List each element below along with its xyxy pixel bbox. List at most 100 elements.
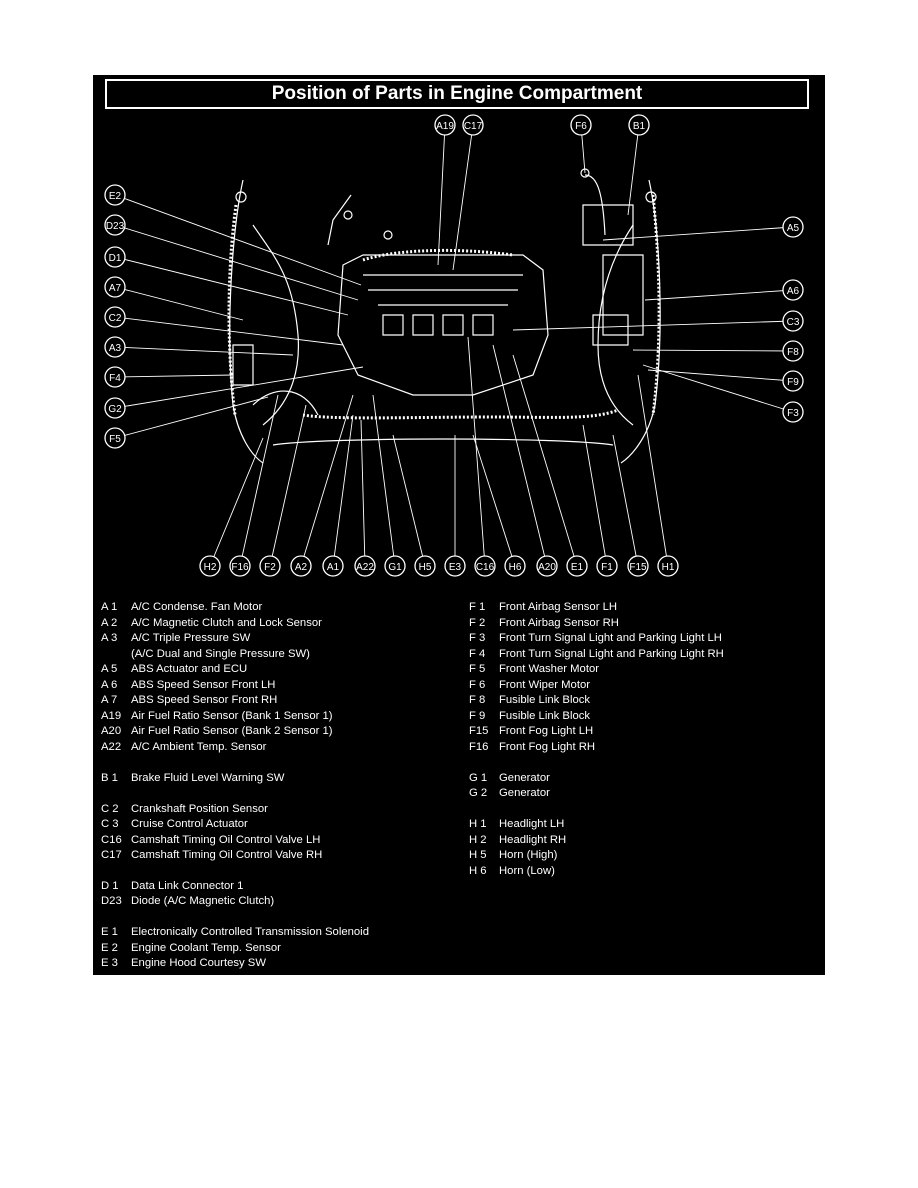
legend-code: F16 xyxy=(469,741,489,753)
leader-a1 xyxy=(332,414,354,567)
callout-label: F3 xyxy=(787,408,799,419)
callout-c2: C2 xyxy=(104,306,126,328)
leader-g2 xyxy=(114,366,364,409)
legend-description: Front Airbag Sensor LH xyxy=(499,601,618,613)
legend-code: C16 xyxy=(101,834,122,846)
main-harness xyxy=(362,248,514,262)
legend-code: H 1 xyxy=(469,818,487,830)
legend-description: Horn (High) xyxy=(499,849,558,861)
leader-e1 xyxy=(512,354,578,567)
callout-a20: A20 xyxy=(536,555,558,577)
legend-code: E 1 xyxy=(101,926,118,938)
leader-e2 xyxy=(114,194,362,286)
legend-code: E 3 xyxy=(101,957,118,969)
callout-label: A22 xyxy=(356,562,374,573)
callout-label: F2 xyxy=(264,562,276,573)
callout-h1: H1 xyxy=(657,555,679,577)
legend-code: C 3 xyxy=(101,818,119,830)
leader-h2 xyxy=(209,437,264,567)
callout-label: F15 xyxy=(629,562,647,573)
callout-label: A1 xyxy=(327,562,340,573)
leader-a22 xyxy=(360,419,366,567)
leader-f8 xyxy=(632,349,794,352)
leader-lines xyxy=(114,124,794,567)
legend-code: A 2 xyxy=(101,617,118,629)
legend-code: A19 xyxy=(101,710,122,722)
legend-description: Front Turn Signal Light and Parking Ligh… xyxy=(499,632,722,644)
left-legend-row: C16 Camshaft Timing Oil Control Valve LH xyxy=(101,833,320,847)
callout-h5: H5 xyxy=(414,555,436,577)
callout-a5: A5 xyxy=(782,216,804,238)
callout-a2: A2 xyxy=(290,555,312,577)
right-legend-row: F16 Front Fog Light RH xyxy=(469,740,595,754)
legend-description: Horn (Low) xyxy=(499,865,555,877)
callout-f4: F4 xyxy=(104,366,126,388)
legend-description: Front Airbag Sensor RH xyxy=(499,617,619,629)
left-harness xyxy=(227,204,238,416)
callout-f8: F8 xyxy=(782,340,804,362)
callout-b1: B1 xyxy=(628,114,650,136)
leader-a7 xyxy=(114,286,244,321)
legend-description: Camshaft Timing Oil Control Valve RH xyxy=(131,849,323,861)
wiper-wire xyxy=(584,174,606,236)
callout-c16: C16 xyxy=(474,555,496,577)
callout-label: D23 xyxy=(106,221,125,232)
legend-description: Front Wiper Motor xyxy=(499,679,591,691)
left-headlamp xyxy=(232,344,254,386)
leader-f9 xyxy=(647,369,794,382)
callout-d1: D1 xyxy=(104,246,126,268)
leader-h6 xyxy=(472,434,516,567)
left-legend-row: E 1 Electronically Controlled Transmissio… xyxy=(101,925,369,939)
legend-description: A/C Ambient Temp. Sensor xyxy=(131,741,267,753)
leader-b1 xyxy=(627,124,640,216)
legend-description: Air Fuel Ratio Sensor (Bank 1 Sensor 1) xyxy=(131,710,333,722)
legend-code: F 6 xyxy=(469,679,486,691)
engine-illustration xyxy=(227,168,661,464)
callout-label: F16 xyxy=(231,562,249,573)
left-legend-row: C 3 Cruise Control Actuator xyxy=(101,817,248,831)
callout-g2: G2 xyxy=(104,397,126,419)
legend-description: Generator xyxy=(499,772,550,784)
callout-label: C16 xyxy=(476,562,495,573)
callout-f3: F3 xyxy=(782,401,804,423)
callout-e3: E3 xyxy=(444,555,466,577)
leader-h1 xyxy=(637,374,669,567)
callout-a1: A1 xyxy=(322,555,344,577)
callout-label: A5 xyxy=(787,223,800,234)
legend-description: A/C Condense. Fan Motor xyxy=(131,601,263,613)
legend-description: Brake Fluid Level Warning SW xyxy=(131,772,285,784)
legend-code: F15 xyxy=(469,725,489,737)
leader-f5 xyxy=(114,396,269,439)
legend-description: Camshaft Timing Oil Control Valve LH xyxy=(131,834,321,846)
front-harness xyxy=(302,408,619,420)
left-legend-row: (A/C Dual and Single Pressure SW) xyxy=(101,647,310,661)
leader-f3 xyxy=(642,364,794,413)
legend-code: B 1 xyxy=(101,772,118,784)
leader-a2 xyxy=(300,394,354,567)
callout-h2: H2 xyxy=(199,555,221,577)
legend-description: Front Fog Light RH xyxy=(499,741,596,753)
leader-f16 xyxy=(239,394,279,567)
legend-description: Cruise Control Actuator xyxy=(131,818,248,830)
legend-code: F 3 xyxy=(469,632,486,644)
callout-g1: G1 xyxy=(384,555,406,577)
leader-f2 xyxy=(269,404,307,567)
leader-c3 xyxy=(512,320,794,331)
legend-description: Front Fog Light LH xyxy=(499,725,594,737)
legend-description: Electronically Controlled Transmission S… xyxy=(131,926,369,938)
battery xyxy=(602,254,644,336)
legend-description: Generator xyxy=(499,787,550,799)
right-harness xyxy=(651,194,661,416)
